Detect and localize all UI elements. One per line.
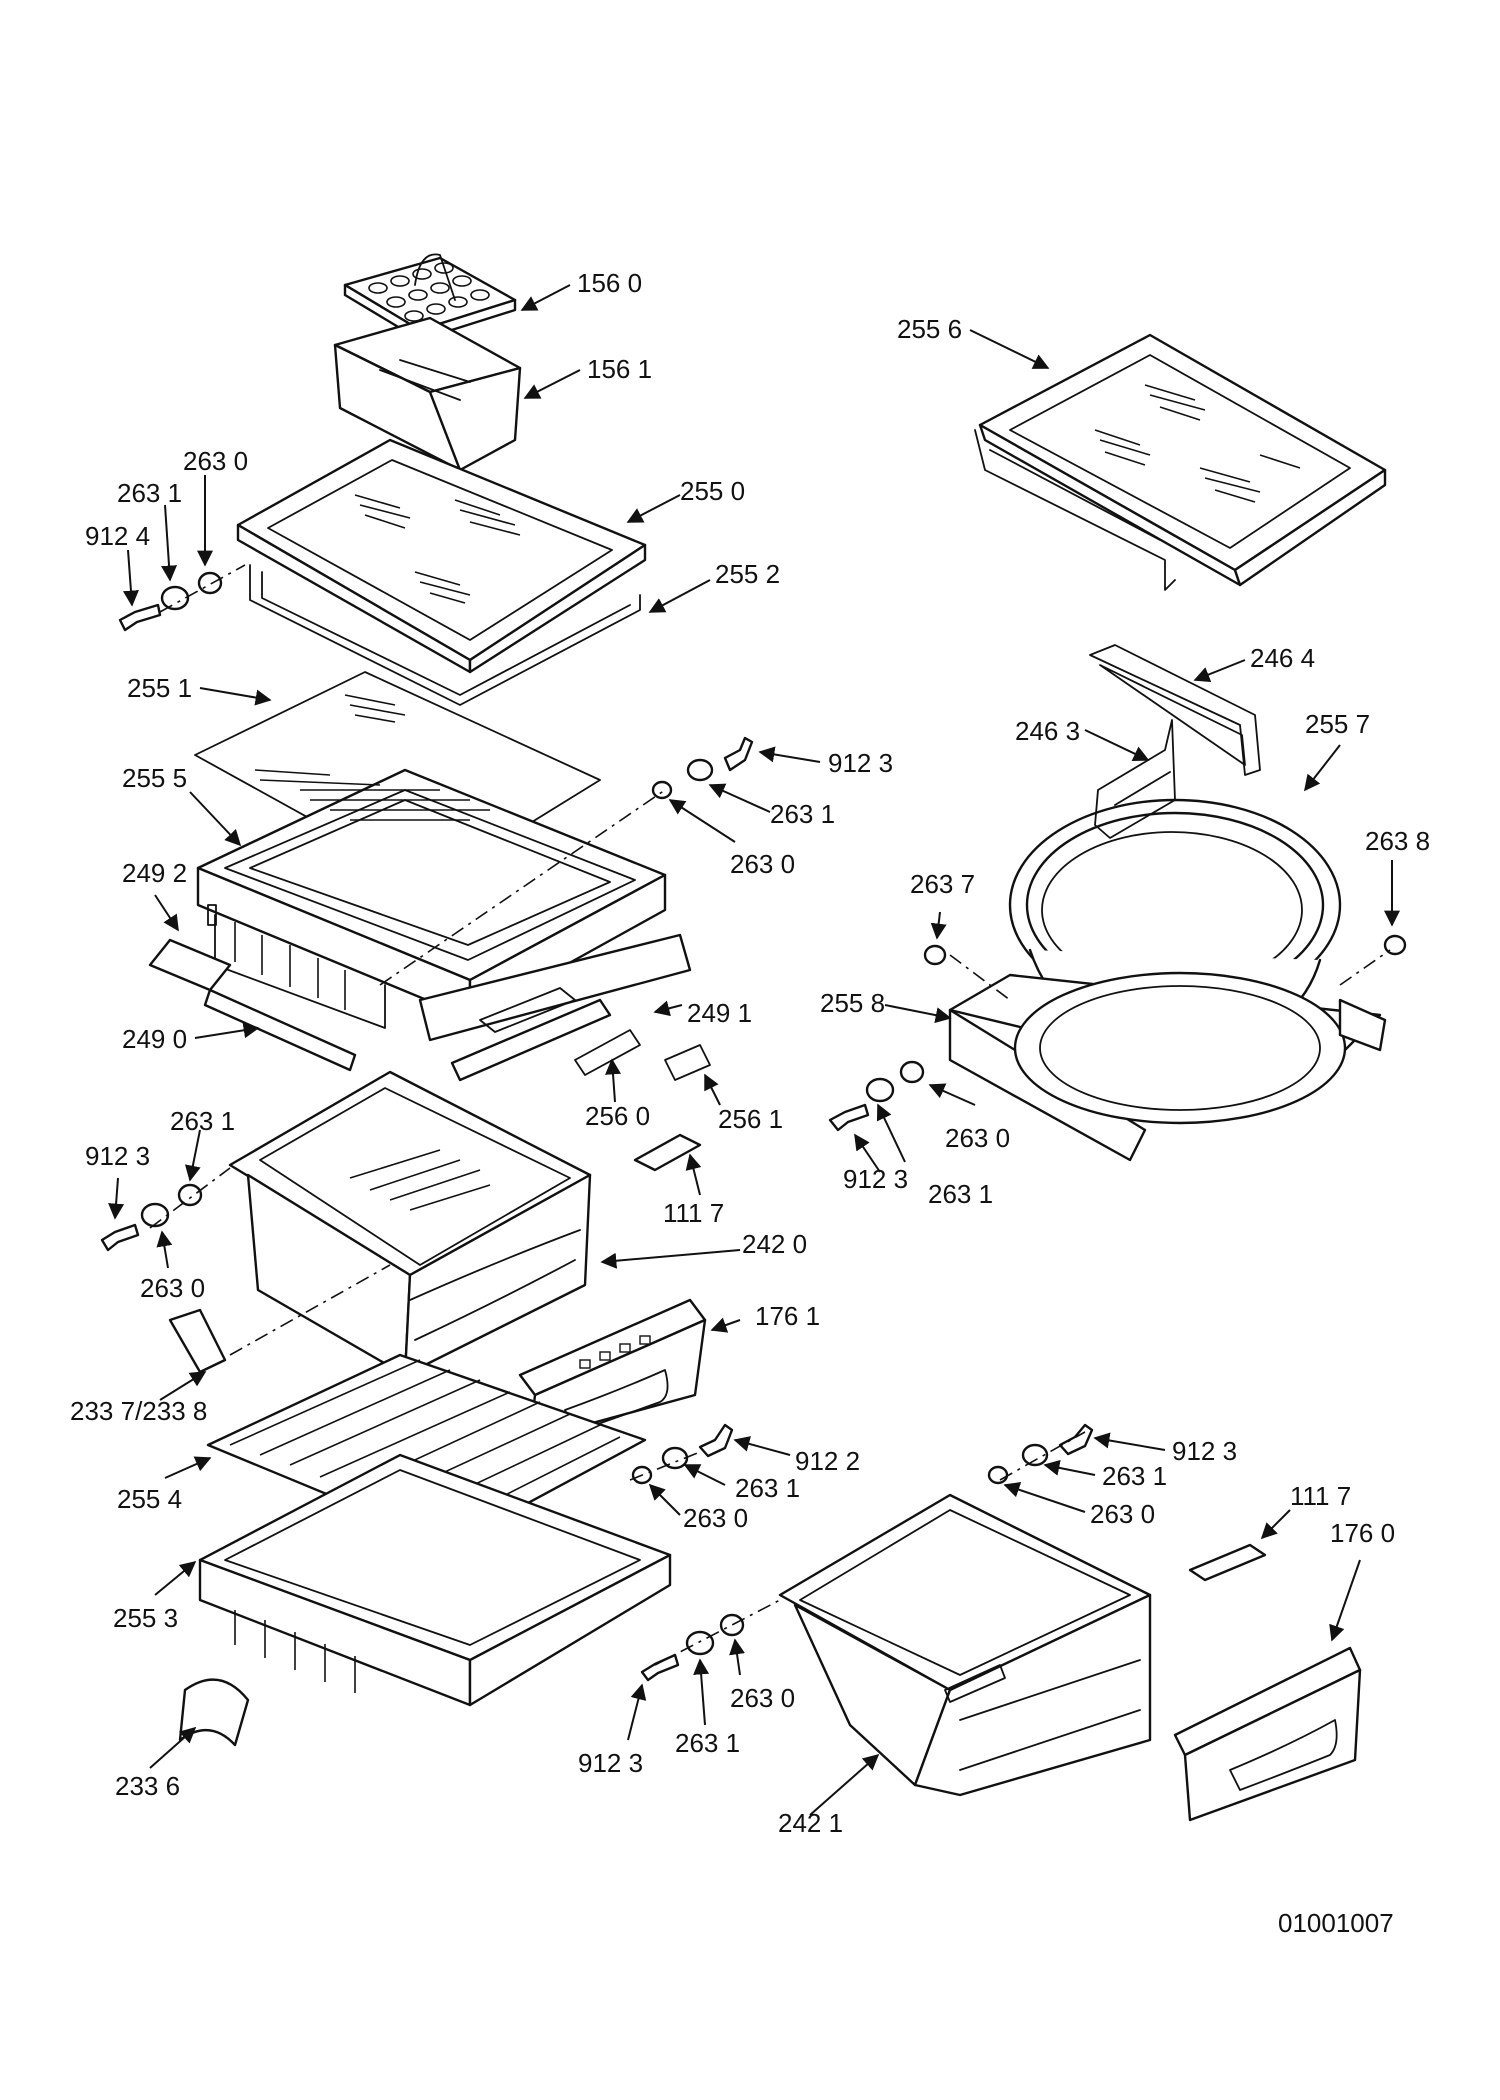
callout-233-6: 233 6 bbox=[115, 1771, 180, 1801]
callout-912-3-a: 912 3 bbox=[828, 748, 893, 778]
callout-912-4: 912 4 bbox=[85, 521, 150, 551]
callout-255-6: 255 6 bbox=[897, 314, 962, 344]
callout-912-3-b: 912 3 bbox=[843, 1164, 908, 1194]
label-strip-part bbox=[633, 1133, 702, 1172]
assembly-lines bbox=[149, 564, 1391, 1666]
callout-111-7-b: 111 7 bbox=[1290, 1481, 1351, 1511]
right-glass-shelf-part bbox=[974, 333, 1387, 591]
lower-crisper-drawer-part bbox=[778, 1493, 1152, 1797]
callout-246-3: 246 3 bbox=[1015, 716, 1080, 746]
callout-912-2: 912 2 bbox=[795, 1446, 860, 1476]
callout-256-0: 256 0 bbox=[585, 1101, 650, 1131]
callout-255-5: 255 5 bbox=[122, 763, 187, 793]
callout-242-0: 242 0 bbox=[742, 1229, 807, 1259]
callout-156-1: 156 1 bbox=[587, 354, 652, 384]
handle-clip-part bbox=[178, 1678, 250, 1747]
screw-icon bbox=[118, 603, 162, 632]
bushing-icon bbox=[1383, 934, 1407, 956]
callout-255-7: 255 7 bbox=[1305, 709, 1370, 739]
bushing-icon bbox=[140, 1202, 170, 1228]
callout-263-0: 263 0 bbox=[183, 446, 248, 476]
callout-246-4: 246 4 bbox=[1250, 643, 1315, 673]
callout-263-1-f: 263 1 bbox=[1102, 1461, 1167, 1491]
screw-icon bbox=[1058, 1423, 1094, 1456]
leader-arrows bbox=[108, 284, 1400, 1816]
screw-icon bbox=[698, 1423, 734, 1458]
screw-icon bbox=[640, 1653, 680, 1682]
callout-263-7: 263 7 bbox=[910, 869, 975, 899]
screw-icon bbox=[828, 1103, 870, 1132]
bushing-icon bbox=[197, 571, 223, 595]
butter-box-part bbox=[333, 316, 522, 472]
callout-263-0-g: 263 0 bbox=[730, 1683, 795, 1713]
callout-263-0-f: 263 0 bbox=[1090, 1499, 1155, 1529]
callout-263-1-b: 263 1 bbox=[770, 799, 835, 829]
callout-255-3: 255 3 bbox=[113, 1603, 178, 1633]
lower-drawer-front-part bbox=[1173, 1646, 1362, 1822]
divider-part bbox=[1089, 644, 1261, 839]
callout-176-1: 176 1 bbox=[755, 1301, 820, 1331]
callout-263-8: 263 8 bbox=[1365, 826, 1430, 856]
callout-233-7-233-8: 233 7/233 8 bbox=[70, 1396, 207, 1426]
crisper-cover-frame-part bbox=[196, 768, 692, 1042]
egg-tray-part bbox=[343, 253, 517, 342]
bin-base-part bbox=[948, 971, 1387, 1162]
callout-249-1: 249 1 bbox=[687, 998, 752, 1028]
callout-263-0-d: 263 0 bbox=[140, 1273, 205, 1303]
screw-icon bbox=[723, 736, 754, 772]
bushing-icon bbox=[987, 1465, 1009, 1485]
upper-glass-shelf-part bbox=[236, 438, 647, 706]
callout-176-0: 176 0 bbox=[1330, 1518, 1395, 1548]
wire-shelf-part bbox=[206, 1353, 647, 1547]
callout-255-4: 255 4 bbox=[117, 1484, 182, 1514]
clip-part bbox=[168, 1308, 227, 1374]
upper-crisper-drawer-part bbox=[228, 1070, 592, 1377]
bushing-icon bbox=[719, 1613, 745, 1637]
label-strip-part bbox=[1188, 1543, 1267, 1582]
callout-111-7-a: 111 7 bbox=[663, 1198, 724, 1228]
callout-255-0: 255 0 bbox=[680, 476, 745, 506]
lower-cover-frame-part bbox=[198, 1453, 672, 1707]
fastener-parts bbox=[100, 571, 1407, 1682]
bushing-icon bbox=[177, 1183, 203, 1207]
callout-249-0: 249 0 bbox=[122, 1024, 187, 1054]
callout-263-1: 263 1 bbox=[117, 478, 182, 508]
callout-263-1-e: 263 1 bbox=[735, 1473, 800, 1503]
callout-242-1: 242 1 bbox=[778, 1808, 843, 1838]
callout-255-2: 255 2 bbox=[715, 559, 780, 589]
callout-263-1-g: 263 1 bbox=[675, 1728, 740, 1758]
document-number: 01001007 bbox=[1278, 1908, 1394, 1938]
bushing-icon bbox=[685, 1630, 715, 1656]
callout-263-1-c: 263 1 bbox=[928, 1179, 993, 1209]
bushing-icon bbox=[651, 780, 673, 800]
callout-156-0: 156 0 bbox=[577, 268, 642, 298]
bushing-icon bbox=[865, 1077, 895, 1103]
callout-912-3-c: 912 3 bbox=[85, 1141, 150, 1171]
callout-263-0-e: 263 0 bbox=[683, 1503, 748, 1533]
callout-249-2: 249 2 bbox=[122, 858, 187, 888]
bushing-icon bbox=[1021, 1443, 1049, 1467]
callout-263-0-b: 263 0 bbox=[730, 849, 795, 879]
callout-255-8: 255 8 bbox=[820, 988, 885, 1018]
screw-icon bbox=[100, 1223, 140, 1252]
callout-912-3-e: 912 3 bbox=[578, 1748, 643, 1778]
bushing-icon bbox=[686, 758, 714, 782]
callout-912-3-d: 912 3 bbox=[1172, 1436, 1237, 1466]
bushing-icon bbox=[160, 585, 190, 611]
bushing-icon bbox=[899, 1060, 925, 1084]
callout-labels: 156 0 156 1 255 6 263 0 263 1 912 4 255 … bbox=[70, 268, 1430, 1938]
bushing-icon bbox=[923, 944, 947, 966]
callout-256-1: 256 1 bbox=[718, 1104, 783, 1134]
callout-255-1: 255 1 bbox=[127, 673, 192, 703]
callout-263-0-c: 263 0 bbox=[945, 1123, 1010, 1153]
callout-263-1-d: 263 1 bbox=[170, 1106, 235, 1136]
slide-rail-parts bbox=[148, 938, 711, 1082]
